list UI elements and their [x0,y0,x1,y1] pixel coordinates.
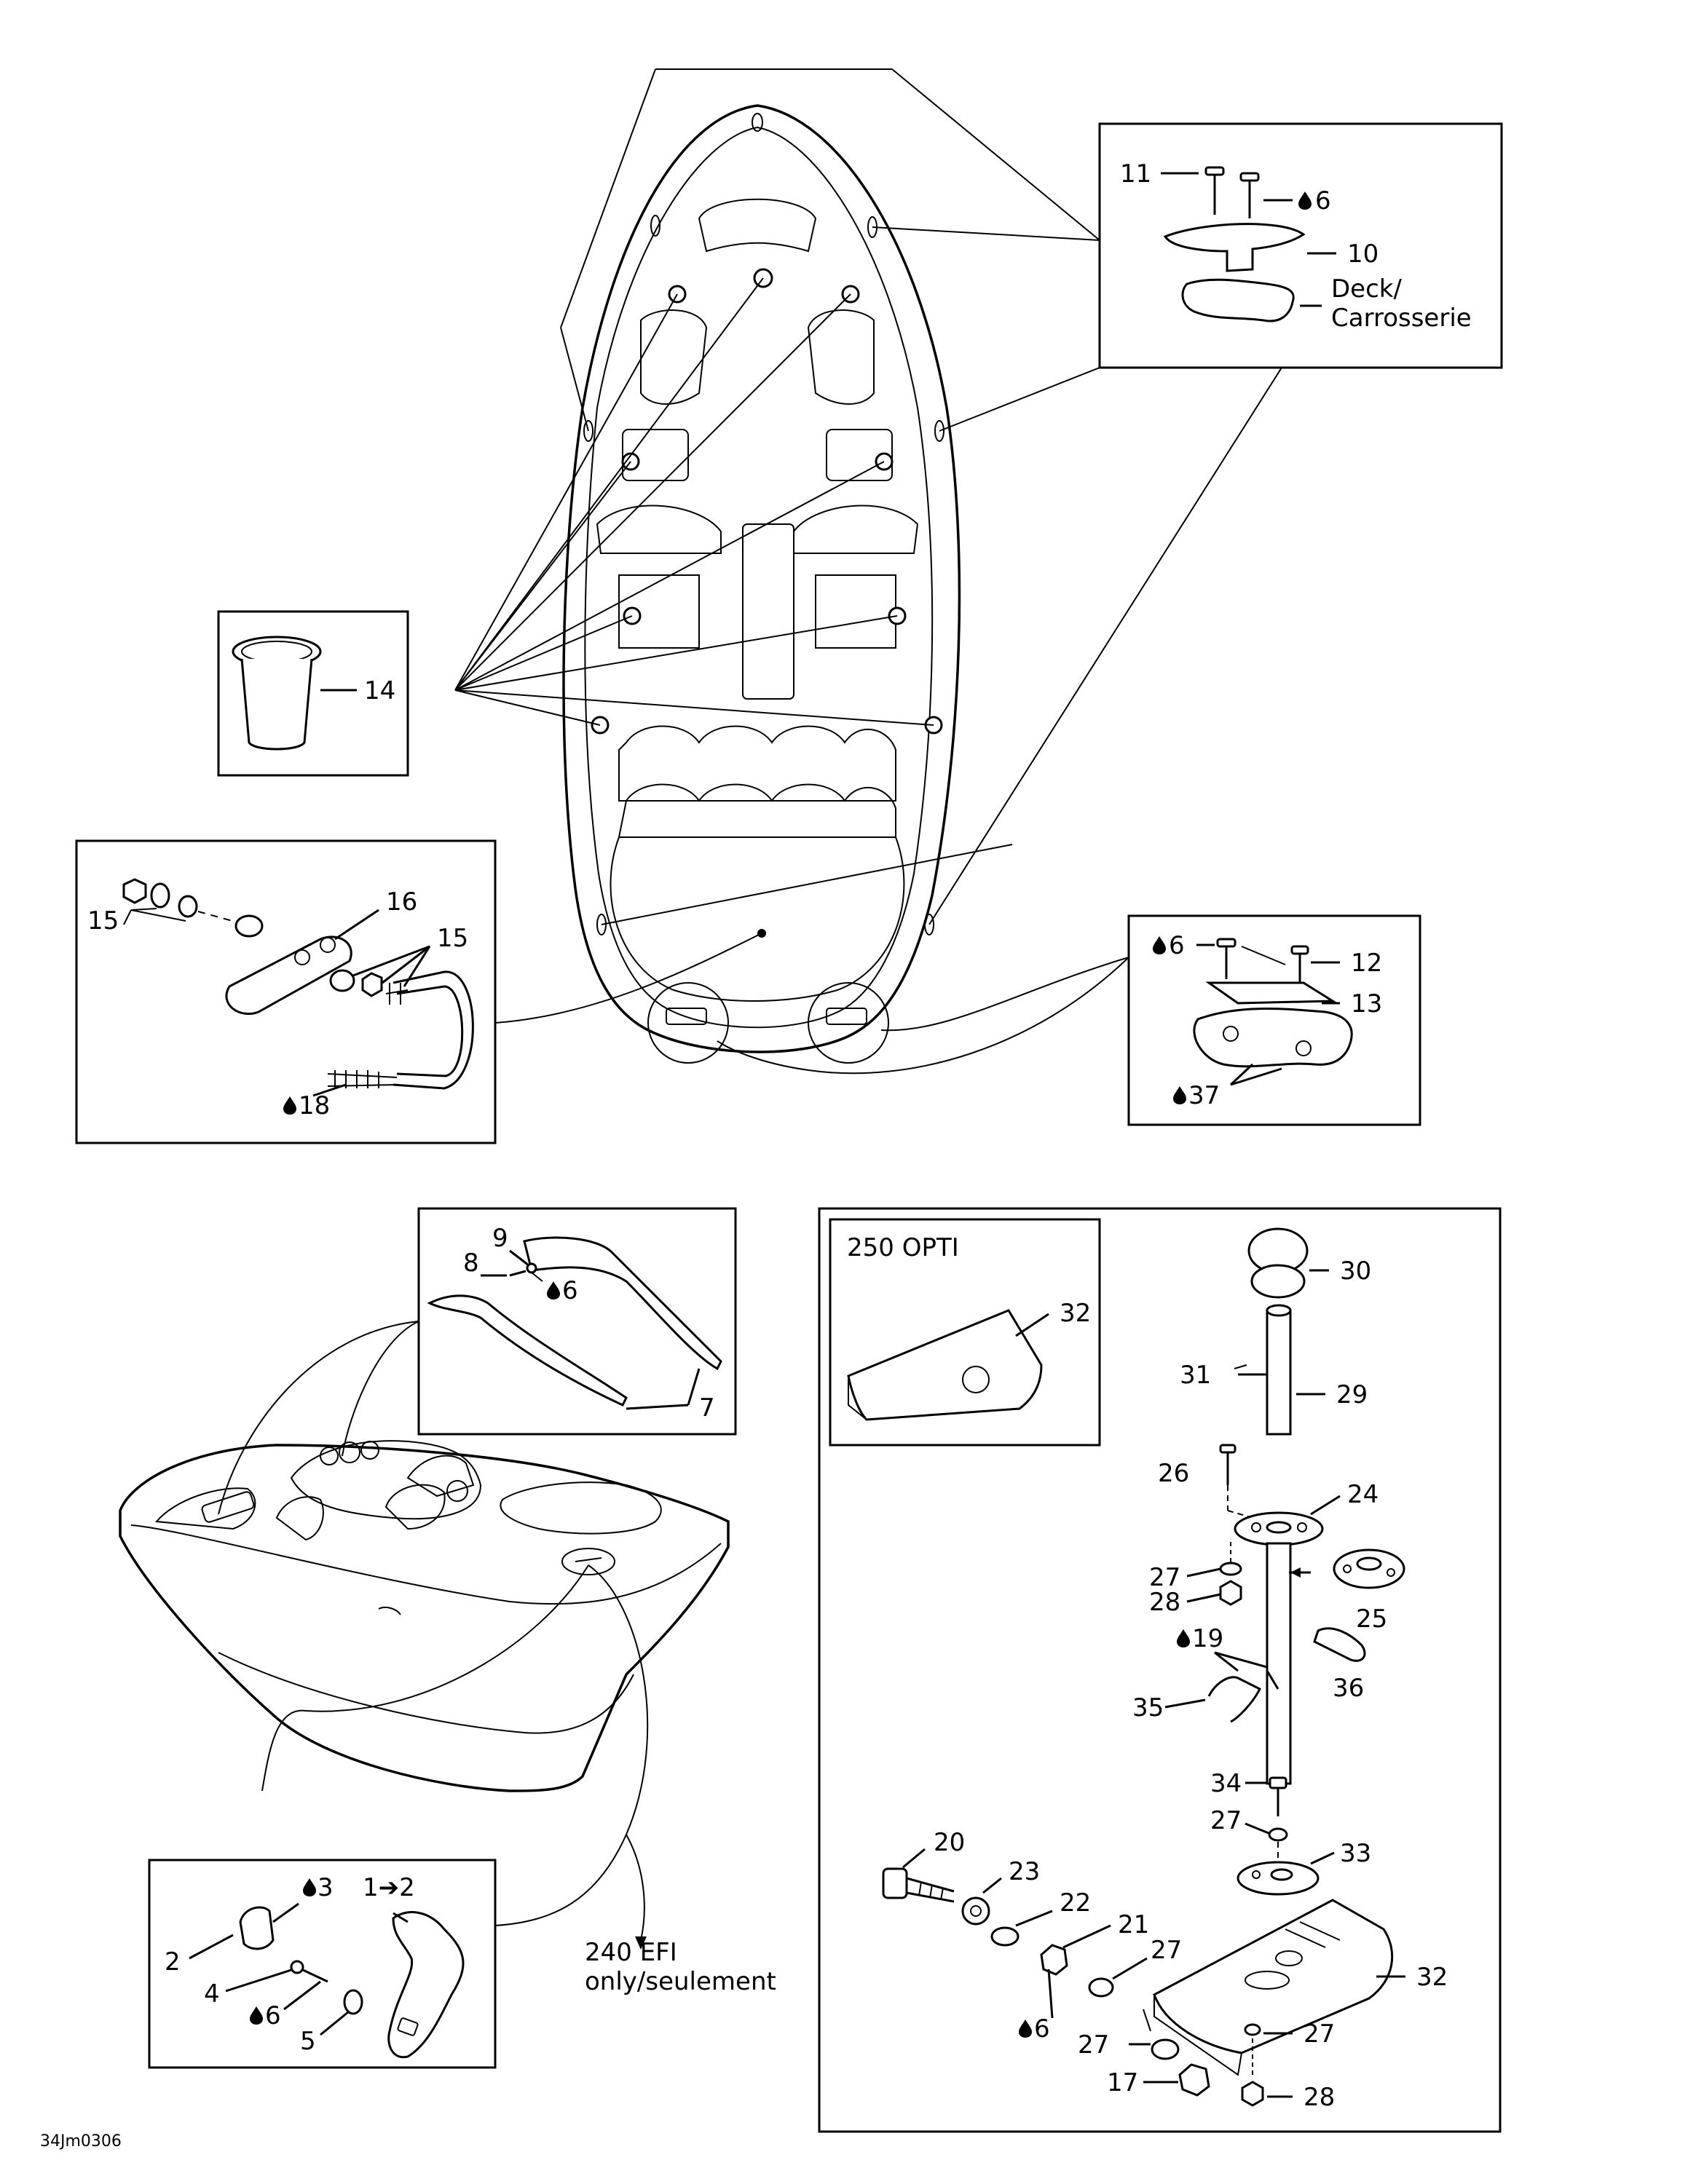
oil-drop-icon [303,1878,316,1896]
callout-6-e: 6 [1034,2014,1050,2043]
oil-drop-icon [283,1096,296,1115]
callout-28-a: 28 [1149,1588,1180,1617]
cleat-detail-box: 11 6 10 Deck/ Carrosserie [1098,122,1503,369]
leader-lines-side [218,1321,649,1950]
callout-27-e: 27 [1078,2030,1109,2060]
callout-34: 34 [1210,1769,1242,1798]
oil-drop-icon [1177,1629,1190,1647]
callout-8: 8 [463,1249,479,1278]
u-bolt-box: 15 16 15 18 [75,839,497,1144]
callout-6-b: 6 [1169,931,1185,960]
callout-33: 33 [1340,1839,1371,1868]
oil-drop-icon [1173,1086,1186,1104]
callout-5: 5 [300,2027,316,2056]
callout-6-d: 6 [265,2001,281,2030]
callout-30: 30 [1340,1257,1371,1286]
callout-31: 31 [1180,1361,1211,1390]
callout-21: 21 [1118,1910,1149,1939]
callout-22: 22 [1060,1888,1091,1918]
oil-drop-icon [547,1281,560,1299]
callout-only-seulement: only/seulement [585,1967,776,1996]
grab-handle-box: 9 8 6 7 [417,1207,737,1436]
callout-deck: Deck/ [1331,274,1402,304]
callout-2: 2 [165,1947,181,1977]
callout-9: 9 [492,1224,508,1253]
callout-13: 13 [1351,989,1382,1018]
callout-250-opti: 250 OPTI [847,1233,959,1262]
callout-27-b: 27 [1210,1806,1242,1835]
callout-240efi: 240 EFI [585,1938,677,1967]
callout-16: 16 [386,887,417,917]
callout-28-b: 28 [1304,2083,1335,2112]
callout-37: 37 [1188,1081,1220,1110]
callout-27-a: 27 [1149,1563,1180,1592]
callout-14: 14 [364,676,395,705]
figure-code: 34Jm0306 [40,2132,122,2151]
oil-drop-icon [1153,936,1166,954]
hull-side-view [119,1440,730,1792]
oil-drop-icon [1019,2019,1032,2038]
callout-35: 35 [1132,1693,1164,1722]
callout-11: 11 [1120,159,1151,189]
callout-24: 24 [1347,1480,1379,1509]
oil-drop-icon [1298,191,1312,210]
callout-19: 19 [1192,1624,1223,1653]
callout-27-d: 27 [1304,2019,1335,2049]
callout-7: 7 [699,1393,715,1423]
leader-lines-top [454,68,1282,1075]
grab-handle-mount-box: 6 12 13 37 [1127,914,1421,1126]
callout-20: 20 [934,1828,965,1857]
callout-23: 23 [1009,1857,1040,1886]
callout-29: 29 [1336,1380,1368,1409]
callout-1-to-2: 1➔2 [363,1873,415,1902]
callout-3: 3 [318,1873,334,1902]
callout-26: 26 [1158,1459,1189,1488]
callout-10: 10 [1347,240,1379,269]
callout-36: 36 [1333,1674,1364,1703]
steering-column-box: 250 OPTI 32 30 31 29 26 24 [818,1207,1502,2133]
callout-32-opti: 32 [1060,1299,1091,1328]
lanyard-post-box: 3 1➔2 2 4 6 5 [148,1859,497,2069]
callout-15-right: 15 [437,924,468,953]
callout-18: 18 [299,1091,330,1120]
callout-32: 32 [1416,1963,1448,1992]
callout-4: 4 [204,1979,220,2009]
callout-6-c: 6 [562,1276,578,1305]
cup-holder-box: 14 [217,610,409,777]
deck-top-view [562,104,961,1064]
callout-12: 12 [1351,949,1382,978]
callout-15-left: 15 [87,906,119,935]
callout-6: 6 [1315,186,1331,215]
callout-25: 25 [1356,1605,1387,1634]
oil-drop-icon [250,2006,263,2025]
callout-carrosserie: Carrosserie [1331,304,1472,333]
callout-17: 17 [1107,2068,1138,2097]
callout-27-c: 27 [1151,1936,1182,1965]
